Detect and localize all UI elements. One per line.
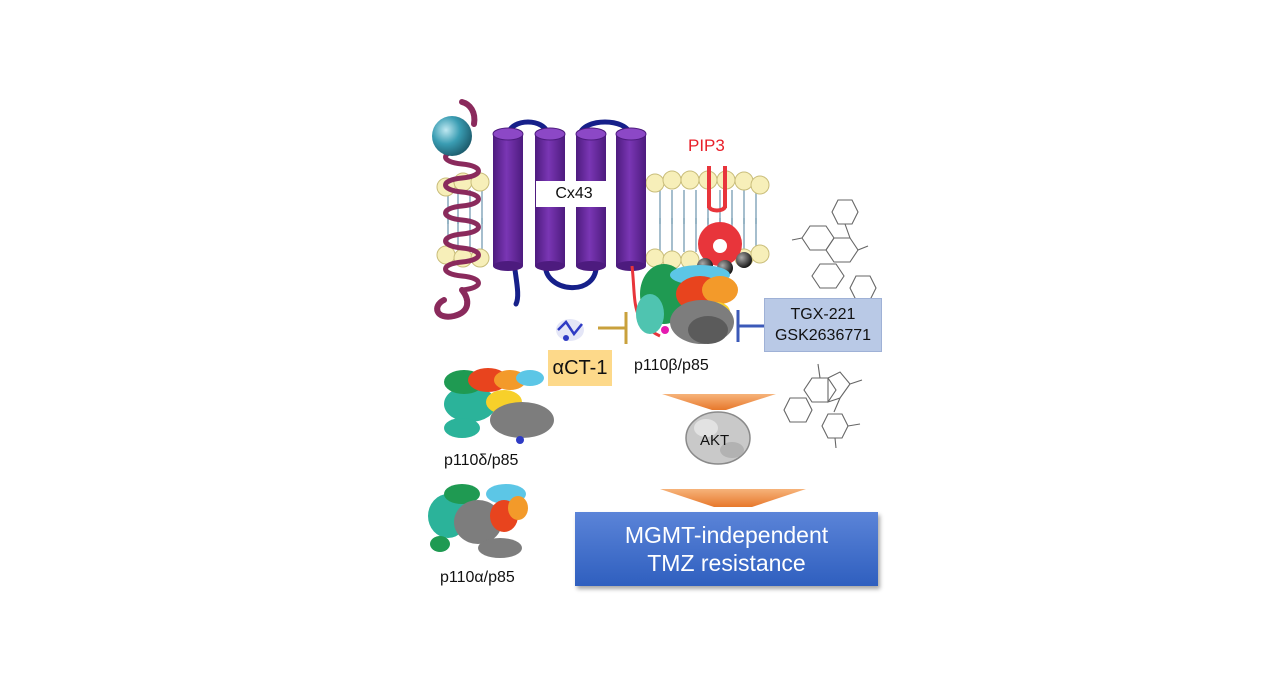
p110beta-p85-complex bbox=[636, 264, 738, 344]
pip3-molecule bbox=[697, 166, 752, 276]
act1-peptide bbox=[556, 319, 584, 341]
akt-label: AKT bbox=[700, 432, 730, 449]
p110alpha-p85-complex bbox=[428, 484, 528, 558]
gsk2636771-structure bbox=[783, 363, 863, 449]
inhibitor-tgx221: TGX-221 bbox=[790, 306, 856, 323]
arrow-down-2 bbox=[660, 489, 806, 507]
inhibitor-gsk2636771: GSK2636771 bbox=[774, 327, 872, 344]
transmembrane-helix bbox=[432, 99, 481, 320]
cx43-label: Cx43 bbox=[536, 181, 612, 207]
p110alpha-label: p110α/p85 bbox=[440, 569, 515, 586]
inhibition-act1 bbox=[598, 312, 628, 344]
outcome-box: MGMT-independent TMZ resistance bbox=[575, 512, 878, 586]
arrow-down-1 bbox=[662, 394, 776, 410]
inhibition-tgx221 bbox=[736, 310, 764, 342]
tgx221-structure bbox=[791, 199, 877, 301]
act1-label: αCT-1 bbox=[548, 350, 612, 386]
p110beta-label: p110β/p85 bbox=[634, 357, 709, 374]
inhibitor-box: TGX-221 GSK2636771 bbox=[764, 298, 882, 352]
outcome-line-2: TMZ resistance bbox=[647, 550, 806, 576]
gpi-sphere bbox=[432, 116, 472, 156]
outcome-line-1: MGMT-independent bbox=[624, 522, 829, 548]
p110delta-p85-complex bbox=[444, 368, 554, 444]
pip3-label: PIP3 bbox=[688, 136, 725, 155]
akt-protein bbox=[685, 411, 751, 465]
cx43-channel bbox=[492, 119, 661, 338]
p110delta-label: p110δ/p85 bbox=[444, 452, 519, 469]
